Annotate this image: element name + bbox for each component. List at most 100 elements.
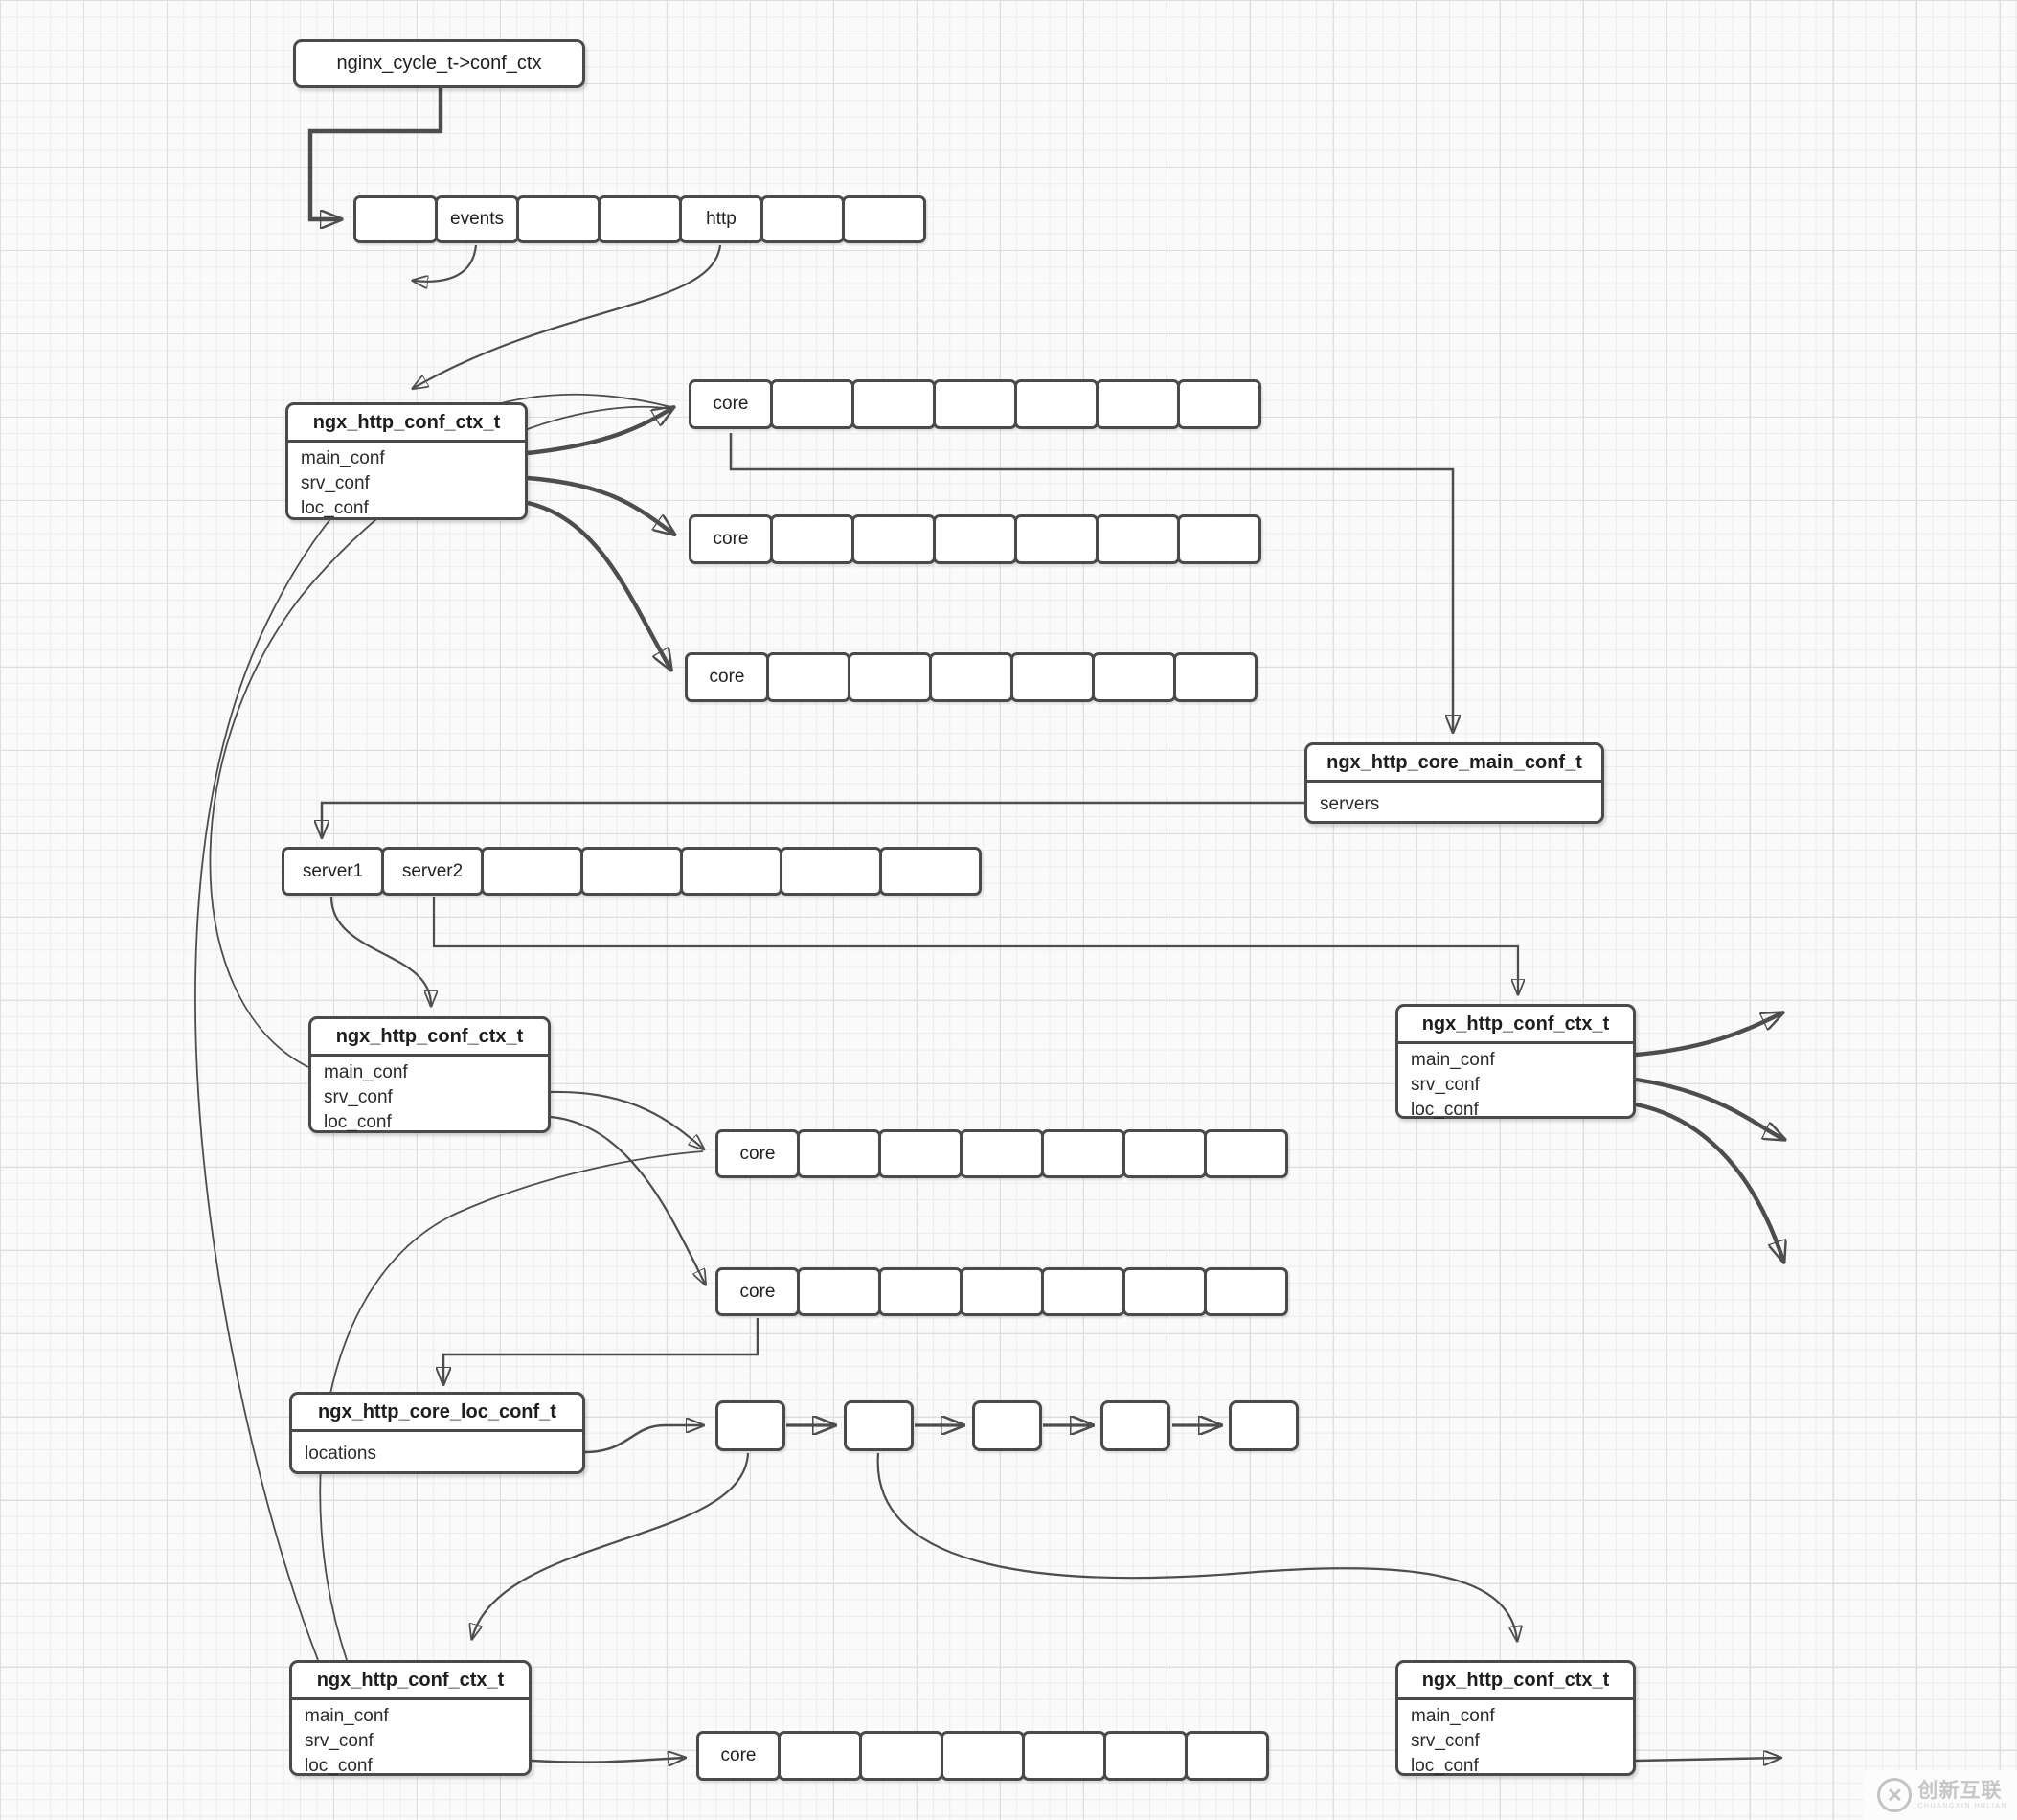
cell-empty <box>1204 1267 1288 1316</box>
cell-empty <box>972 1400 1042 1451</box>
edge-list1-to-ctx-loc1 <box>472 1452 750 1638</box>
cell-empty <box>1173 652 1258 702</box>
edge-core-to-core-loc-conf <box>443 1318 759 1383</box>
struct-ctx-http-title: ngx_http_conf_ctx_t <box>288 405 525 443</box>
cell-empty <box>842 195 926 243</box>
cell-empty <box>1092 652 1176 702</box>
cell-empty <box>960 1129 1044 1178</box>
cell-core: core <box>689 514 773 564</box>
edge-ctx-http-main-to-core-array <box>527 408 672 456</box>
field-srv-conf: srv_conf <box>305 1731 374 1751</box>
watermark-logo-glyph: ✕ <box>1886 1785 1903 1807</box>
cell-empty <box>851 514 936 564</box>
struct-core-main-conf-fields: servers <box>1307 783 1601 822</box>
struct-core-main-conf: ngx_http_core_main_conf_t servers <box>1304 742 1604 824</box>
field-srv-conf: srv_conf <box>1411 1731 1480 1751</box>
cell-empty <box>770 379 854 429</box>
cell-empty <box>929 652 1013 702</box>
watermark-text: 创新互联 CHUANGXIN HULIAN <box>1917 1781 2007 1809</box>
struct-core-loc-conf-title: ngx_http_core_loc_conf_t <box>292 1395 582 1432</box>
field-loc-conf: loc_conf <box>1411 1756 1479 1776</box>
watermark-subtitle: CHUANGXIN HULIAN <box>1917 1803 2007 1809</box>
cell-empty <box>1122 1267 1207 1316</box>
edge-ctx-server2-loc-out <box>1635 1102 1783 1261</box>
cell-empty <box>844 1400 914 1451</box>
cell-empty <box>680 847 782 896</box>
cell-empty <box>353 195 438 243</box>
edge-locations-to-list <box>584 1425 702 1454</box>
edge-server1-to-ctx-server1 <box>329 896 431 1005</box>
edge-events-pointer <box>414 244 478 282</box>
cell-empty <box>1204 1129 1288 1178</box>
struct-ctx-loc1-title: ngx_http_conf_ctx_t <box>292 1663 529 1700</box>
struct-ctx-server1-fields: main_conf srv_conf loc_conf <box>311 1057 548 1135</box>
edge-ctx-loc2-loc-to-right <box>1635 1758 1779 1761</box>
cell-empty <box>1100 1400 1170 1451</box>
field-main-conf: main_conf <box>305 1706 389 1726</box>
edge-ctx-http-srv-to-core-array <box>527 475 673 534</box>
cell-core: core <box>715 1129 800 1178</box>
field-servers: servers <box>1320 794 1380 814</box>
cell-empty <box>1122 1129 1207 1178</box>
watermark-logo-icon: ✕ <box>1877 1778 1913 1812</box>
cell-empty <box>780 847 882 896</box>
cell-server2: server2 <box>381 847 484 896</box>
field-loc-conf: loc_conf <box>324 1112 392 1132</box>
field-loc-conf: loc_conf <box>301 498 369 518</box>
cell-core: core <box>715 1267 800 1316</box>
cell-empty <box>766 652 850 702</box>
cell-empty <box>1014 379 1099 429</box>
cell-empty <box>859 1731 943 1781</box>
cell-empty <box>797 1129 881 1178</box>
cell-empty <box>848 652 932 702</box>
array-server-loc-conf: core <box>715 1267 1288 1316</box>
cell-core: core <box>685 652 769 702</box>
cell-empty <box>1041 1129 1125 1178</box>
field-main-conf: main_conf <box>1411 1706 1495 1726</box>
edge-ctx-server2-main-out <box>1635 1013 1781 1058</box>
field-srv-conf: srv_conf <box>301 473 370 493</box>
edge-server2-to-ctx-server2 <box>432 897 1518 993</box>
cell-empty <box>1014 514 1099 564</box>
field-loc-conf: loc_conf <box>305 1756 373 1776</box>
field-main-conf: main_conf <box>301 448 385 468</box>
field-srv-conf: srv_conf <box>1411 1075 1480 1095</box>
cell-empty <box>778 1731 862 1781</box>
field-main-conf: main_conf <box>1411 1050 1495 1070</box>
array-http-loc-conf: core <box>685 652 1258 702</box>
watermark-brand: 创新互联 <box>1917 1780 2003 1802</box>
struct-ctx-http: ngx_http_conf_ctx_t main_conf srv_conf l… <box>285 402 528 520</box>
cell-empty <box>960 1267 1044 1316</box>
struct-ctx-server1: ngx_http_conf_ctx_t main_conf srv_conf l… <box>308 1016 551 1133</box>
edge-ctx-server2-srv-out <box>1635 1077 1783 1139</box>
cell-empty <box>878 1129 963 1178</box>
cell-empty <box>598 195 682 243</box>
cell-empty <box>933 514 1017 564</box>
struct-ctx-server1-title: ngx_http_conf_ctx_t <box>311 1019 548 1057</box>
cell-core: core <box>696 1731 781 1781</box>
cell-empty <box>1177 379 1261 429</box>
edge-ctx-loc1-loc-to-core-array <box>531 1758 684 1763</box>
cell-events: events <box>435 195 519 243</box>
locations-linked-list <box>715 1400 1299 1451</box>
struct-ctx-loc1: ngx_http_conf_ctx_t main_conf srv_conf l… <box>289 1660 532 1776</box>
edge-list2-to-ctx-loc2 <box>876 1452 1517 1640</box>
edge-core-to-core-main-conf <box>729 433 1453 731</box>
field-locations: locations <box>305 1444 376 1464</box>
cell-empty <box>797 1267 881 1316</box>
cell-empty <box>1096 514 1180 564</box>
struct-ctx-loc2: ngx_http_conf_ctx_t main_conf srv_conf l… <box>1395 1660 1636 1776</box>
cell-server1: server1 <box>282 847 384 896</box>
edge-ctx-loc1-main-to-core-array <box>194 393 672 1661</box>
box-nginx-cycle-conf-ctx-label: nginx_cycle_t->conf_ctx <box>336 53 542 74</box>
cell-empty <box>941 1731 1025 1781</box>
struct-ctx-loc2-title: ngx_http_conf_ctx_t <box>1398 1663 1633 1700</box>
edge-ctx-server1-loc-to-core-array <box>550 1115 705 1284</box>
field-loc-conf: loc_conf <box>1411 1100 1479 1120</box>
field-main-conf: main_conf <box>324 1062 408 1082</box>
edge-cycle-to-conf-array <box>307 88 443 219</box>
